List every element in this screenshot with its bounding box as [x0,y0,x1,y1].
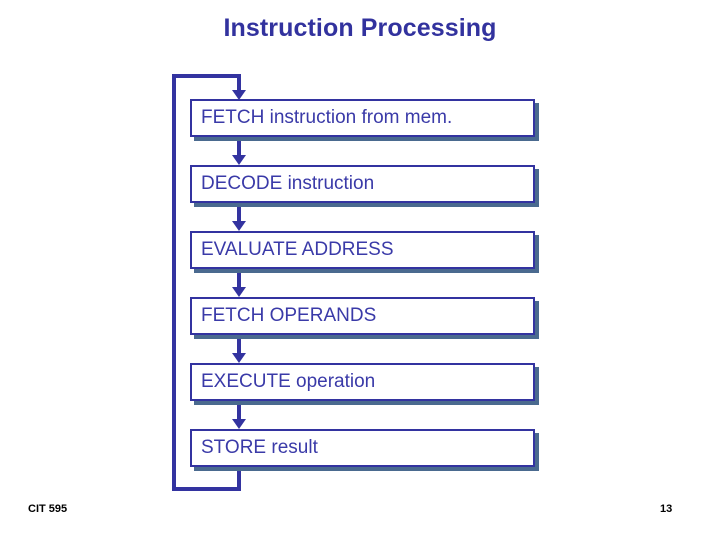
connector-arrowhead-icon-3-4 [232,287,246,297]
process-step-label: DECODE instruction [201,173,375,194]
connector-line-1-2 [237,141,241,159]
loop-back-line-left [172,74,176,491]
connector-arrowhead-icon-1-2 [232,155,246,165]
process-step-box: DECODE instruction [190,165,535,203]
loop-back-entry-stub [237,74,241,94]
process-step-label: FETCH instruction from mem. [201,107,453,128]
connector-arrowhead-icon-4-5 [232,353,246,363]
process-step-box: FETCH instruction from mem. [190,99,535,137]
process-step-label: STORE result [201,437,318,458]
process-step-box: STORE result [190,429,535,467]
connector-arrowhead-icon-5-6 [232,419,246,429]
loop-back-exit-stub [237,466,241,491]
process-step-box: EVALUATE ADDRESS [190,231,535,269]
process-step-label: EVALUATE ADDRESS [201,239,394,260]
connector-line-4-5 [237,339,241,357]
process-step-label: FETCH OPERANDS [201,305,377,326]
connector-line-2-3 [237,207,241,225]
footer-course-label: CIT 595 [28,503,68,515]
loop-back-line-bottom [172,487,241,491]
footer-page-number: 13 [660,503,673,515]
process-step-label: EXECUTE operation [201,371,376,392]
connector-arrowhead-icon-2-3 [232,221,246,231]
connector-line-5-6 [237,405,241,423]
loop-back-arrowhead-icon [232,90,246,100]
loop-back-line-top [172,74,241,78]
process-step-box: FETCH OPERANDS [190,297,535,335]
process-step-box: EXECUTE operation [190,363,535,401]
page-title: Instruction Processing [223,14,497,42]
instruction-processing-flowchart: FETCH instruction from mem. DECODE instr… [172,74,535,491]
connector-line-3-4 [237,273,241,291]
